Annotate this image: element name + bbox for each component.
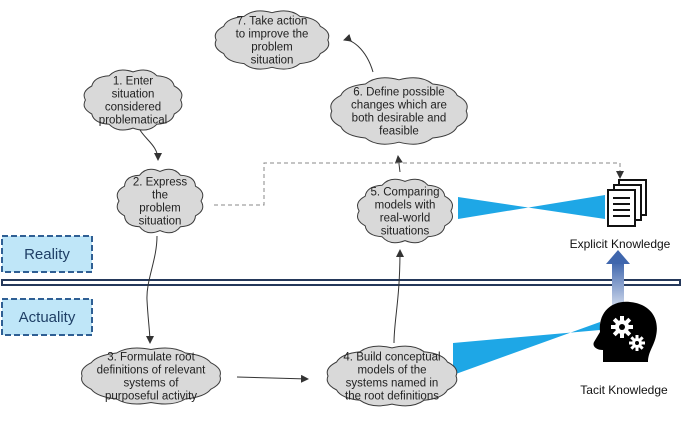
step-2-label-line: 2. Express — [133, 177, 188, 189]
arrow-5-to-6 — [394, 155, 403, 173]
reality-box: Reality — [1, 235, 93, 273]
step-6-label-line: 6. Define possible — [353, 87, 444, 99]
reality-actuality-divider — [1, 279, 681, 286]
arrow-3-to-4 — [236, 374, 309, 383]
step-7-label-line: to improve the — [236, 29, 309, 41]
step-4-label-line: the root definitions — [345, 391, 439, 403]
connectors — [139, 34, 404, 383]
step-3-cloud-shape — [81, 347, 221, 405]
step-1-label-line: situation — [112, 89, 155, 101]
arrow-1-to-2 — [139, 129, 162, 161]
step-6-label-line: both desirable and — [352, 113, 447, 125]
reality-label: Reality — [24, 246, 70, 263]
step-6-cloud-shape — [330, 77, 468, 145]
tacit-beam-shape — [453, 322, 600, 375]
step-6-label-line: feasible — [379, 126, 419, 138]
step-5-cloud-shape — [357, 178, 453, 244]
explicit-knowledge-label: Explicit Knowledge — [570, 237, 671, 251]
step-7-label-line: situation — [251, 55, 294, 67]
step-2-cloud-shape — [116, 168, 204, 234]
step-4-label-line: 4. Build conceptual — [343, 352, 440, 364]
step-7-label-line: problem — [251, 42, 293, 54]
step-2-label-line: problem — [139, 203, 181, 215]
step-5-label-line: real-world — [380, 213, 431, 225]
step-3-label-line: systems of — [124, 378, 180, 390]
step-3-label-line: purposeful activity — [105, 391, 197, 403]
explicit-beam-shape — [458, 195, 605, 219]
step-1-label-line: problematical — [99, 115, 167, 127]
step-2-label-line: the — [152, 190, 168, 202]
step-5-label-line: 5. Comparing — [370, 187, 439, 199]
step-3-label-line: 3. Formulate root — [107, 352, 195, 364]
arrow-2-to-3 — [145, 235, 158, 344]
step-6-label-line: changes which are — [351, 100, 447, 112]
step-7-label-line: 7. Take action — [237, 16, 308, 28]
step-1-label-line: considered — [105, 102, 161, 114]
actuality-box: Actuality — [1, 298, 93, 336]
actuality-label: Actuality — [19, 309, 76, 326]
step-4-label-line: models of the — [357, 365, 426, 377]
step-4-cloud-shape — [326, 345, 458, 407]
tacit-knowledge-label: Tacit Knowledge — [580, 383, 668, 397]
document-stack-icon — [607, 179, 647, 227]
step-3-label-line: definitions of relevant — [97, 365, 206, 377]
head-gears-icon — [593, 301, 657, 362]
dashed-link-2-to-explicit — [214, 162, 624, 206]
step-4-label-line: systems named in — [346, 378, 439, 390]
step-1-cloud-shape — [83, 69, 183, 131]
arrow-6-to-7 — [343, 34, 374, 73]
step-7-cloud-shape — [214, 10, 330, 70]
step-5-label-line: models with — [375, 200, 436, 212]
step-2-label-line: situation — [139, 216, 182, 228]
arrow-4-to-5 — [393, 249, 404, 344]
step-1-label-line: 1. Enter — [113, 76, 153, 88]
step-5-label-line: situations — [381, 226, 430, 238]
